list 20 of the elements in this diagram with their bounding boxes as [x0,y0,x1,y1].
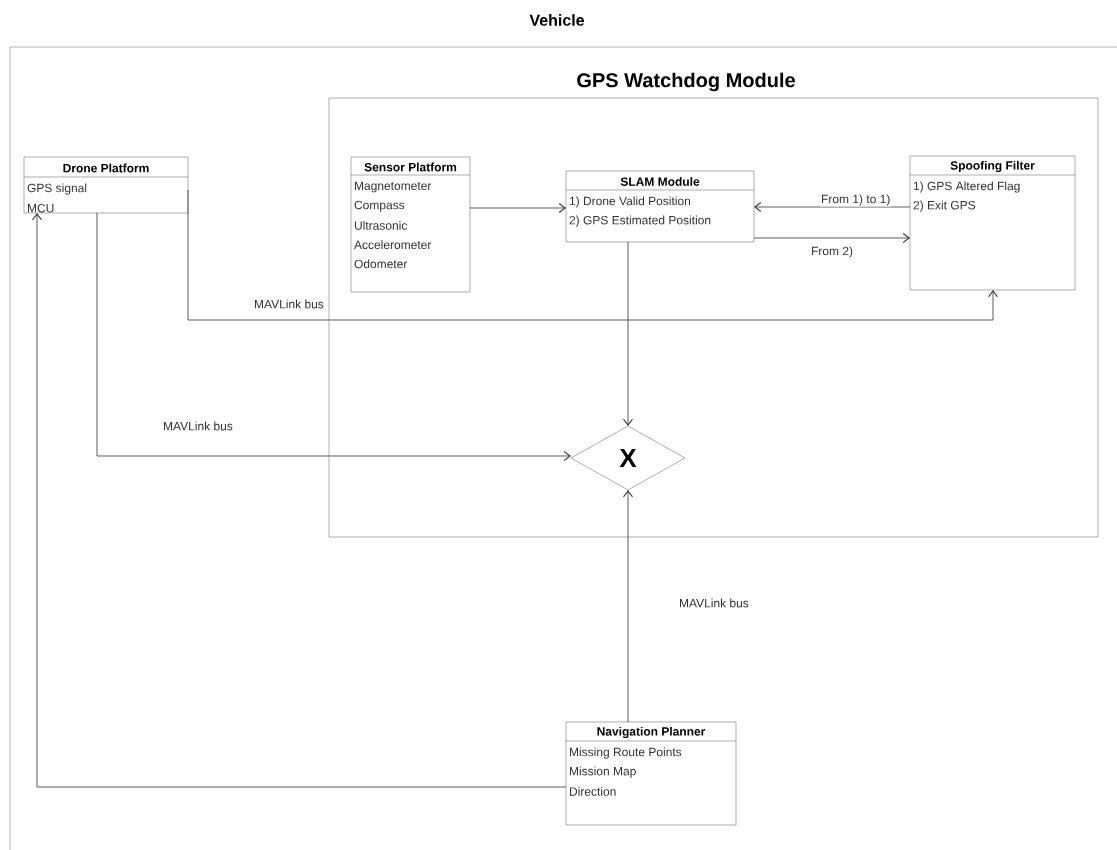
edge-label: MAVLink bus [678,597,750,609]
list-box: SLAM Module 1) Drone Valid Position 2) GPS Estimated Position [565,170,755,243]
arrow [96,212,571,461]
arrow [753,233,910,243]
arrow [469,203,566,213]
list-box: Sensor Platform Magnetometer Compass Ultrasonic Accelerometer Odometer [350,156,471,293]
edge-label: MAVLink bus [162,420,234,432]
node-label: GPS Watchdog Module [577,72,795,92]
list-box: Drone Platform GPS signal MCU [23,156,189,214]
arrow [623,241,633,426]
edge-label: From 2) [810,245,854,259]
list-box: Navigation Planner Missing Route Points Mission Map Direction [565,721,737,826]
arrow [754,202,911,212]
node-label: Vehicle [529,14,585,26]
arrow [32,213,567,788]
list-box: Spoofing Filter 1) GPS Altered Flag 2) Exit GPS [909,155,1076,291]
edge-label: From 1) to 1) [820,193,892,207]
arrow [623,490,633,723]
arrow [187,189,998,321]
edge-label: MAVLink bus [253,298,325,310]
